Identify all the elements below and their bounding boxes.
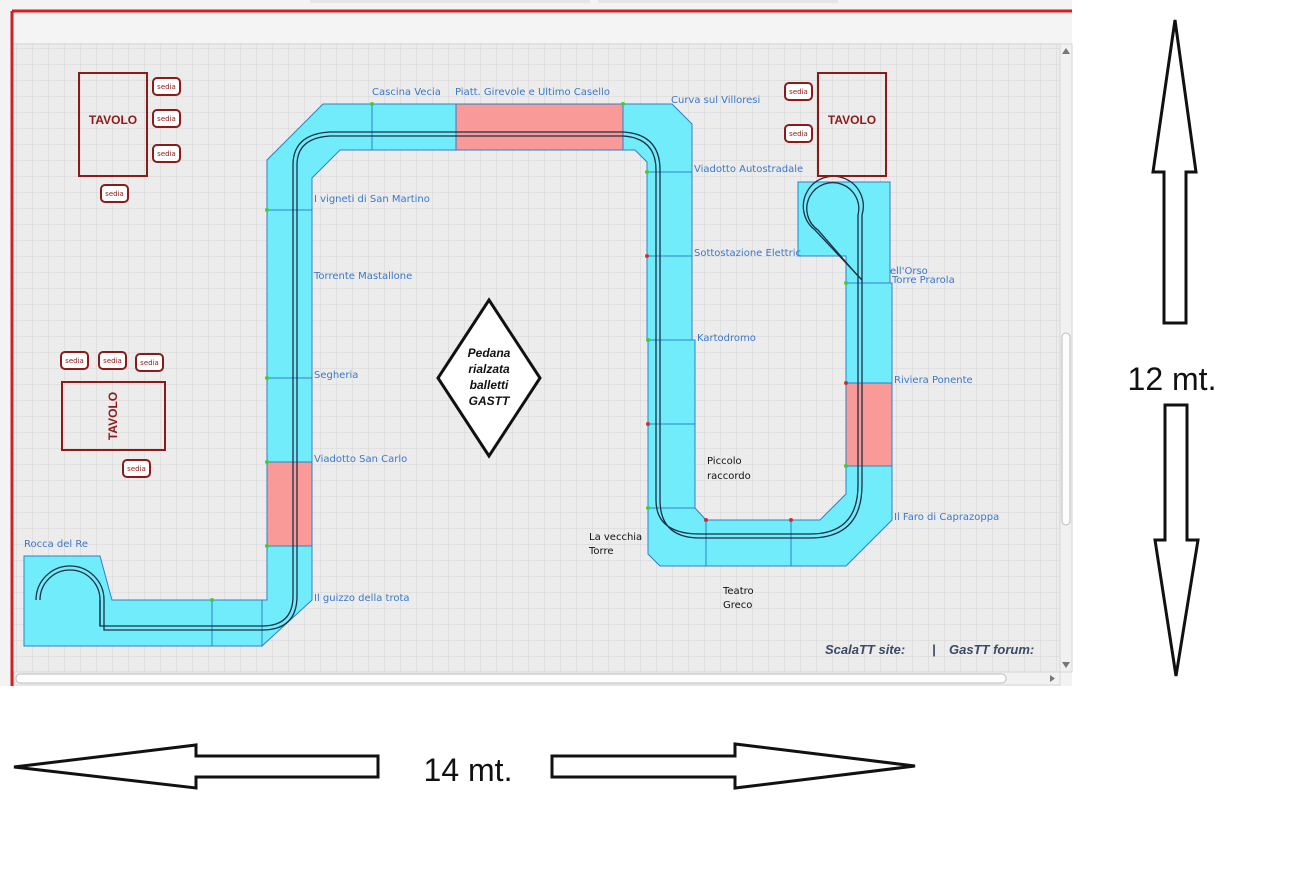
chair: sedia bbox=[152, 144, 181, 163]
scroll-down-icon[interactable] bbox=[1062, 662, 1070, 668]
chair: sedia bbox=[122, 459, 151, 478]
note-la-vecchia: La vecchia bbox=[589, 532, 642, 543]
pedana-stage: Pedana rialzata balletti GASTT bbox=[436, 297, 542, 459]
chair: sedia bbox=[135, 353, 164, 372]
svg-text:sedia: sedia bbox=[789, 88, 808, 96]
chair: sedia bbox=[784, 82, 813, 101]
rail-inner bbox=[35, 135, 860, 631]
track-mastallone bbox=[266, 209, 313, 379]
label-guizzo-trota: Il guizzo della trota bbox=[314, 593, 410, 604]
gastt-forum-link[interactable]: GasTT forum: bbox=[949, 642, 1034, 657]
svg-text:sedia: sedia bbox=[157, 83, 176, 91]
pedana-line-1: Pedana bbox=[468, 346, 511, 360]
height-dimension: 12 mt. bbox=[1128, 19, 1217, 677]
track-viadotto-autostradale bbox=[646, 171, 693, 257]
arrow-down-icon bbox=[1153, 403, 1200, 677]
vertical-scrollbar[interactable] bbox=[1059, 43, 1073, 673]
track-teatro-greco bbox=[705, 519, 792, 567]
chair: sedia bbox=[152, 77, 181, 96]
horizontal-scrollbar[interactable] bbox=[13, 671, 1061, 686]
table-top-left bbox=[78, 72, 148, 177]
track-torre-prarola bbox=[845, 282, 893, 384]
width-dimension: 14 mt. bbox=[13, 742, 916, 790]
scroll-up-icon[interactable] bbox=[1062, 48, 1070, 54]
arrow-up-icon bbox=[1151, 19, 1198, 325]
track-joints bbox=[210, 102, 848, 602]
arrow-right-icon bbox=[550, 742, 916, 790]
svg-text:sedia: sedia bbox=[157, 150, 176, 158]
track-lower-right-straight bbox=[647, 423, 696, 509]
table-left bbox=[61, 381, 166, 451]
horizontal-scroll-thumb[interactable] bbox=[15, 673, 1007, 684]
table-left-label: TAVOLO bbox=[106, 392, 120, 440]
label-rocca-del-re: Rocca del Re bbox=[24, 539, 88, 550]
label-sottostazione: Sottostazione Elettric bbox=[694, 248, 801, 259]
station-labels: Rocca del Re Il guizzo della trota Viado… bbox=[24, 87, 999, 604]
editor-window bbox=[0, 0, 1072, 686]
svg-text:sedia: sedia bbox=[157, 115, 176, 123]
width-label: 14 mt. bbox=[424, 752, 513, 788]
track-bottom-straight bbox=[211, 599, 263, 647]
svg-text:sedia: sedia bbox=[789, 130, 808, 138]
pedana-line-3: balletti bbox=[470, 378, 509, 392]
label-viadotto-autostradale: Viadotto Autostradale bbox=[694, 164, 803, 175]
label-vigneti: I vigneti di San Martino bbox=[314, 194, 430, 205]
note-greco: Greco bbox=[723, 600, 752, 611]
chair: sedia bbox=[98, 351, 127, 370]
track-vecchia-torre-curve bbox=[647, 507, 707, 567]
chair: sedia bbox=[152, 109, 181, 128]
note-raccordo: raccordo bbox=[707, 471, 751, 482]
svg-text:sedia: sedia bbox=[105, 190, 124, 198]
track-riviera-ponente bbox=[845, 382, 893, 467]
chair: sedia bbox=[60, 351, 89, 370]
svg-text:sedia: sedia bbox=[127, 465, 146, 473]
note-teatro: Teatro bbox=[722, 586, 754, 597]
chair: sedia bbox=[100, 184, 129, 203]
label-kartodromo: Kartodromo bbox=[697, 333, 756, 344]
label-torrente-mastallone: Torrente Mastallone bbox=[313, 271, 412, 282]
track-sottostazione bbox=[646, 255, 693, 341]
svg-text:sedia: sedia bbox=[65, 357, 84, 365]
scalatt-site-link[interactable]: ScalaTT site: bbox=[825, 642, 905, 657]
label-faro-caprazoppa: Il Faro di Caprazoppa bbox=[894, 512, 999, 523]
track-kartodromo bbox=[647, 339, 696, 425]
note-piccolo: Piccolo bbox=[707, 456, 742, 467]
track-piattaforma-girevole bbox=[455, 103, 624, 151]
notes: Piccolo raccordo La vecchia Torre Teatro… bbox=[588, 456, 754, 611]
pedana-line-4: GASTT bbox=[469, 394, 511, 408]
track-viadotto-san-carlo bbox=[266, 461, 313, 547]
label-cascina-vecia: Cascina Vecia bbox=[372, 87, 441, 98]
label-viadotto-san-carlo: Viadotto San Carlo bbox=[314, 454, 407, 465]
label-piatt-girevole: Piatt. Girevole e Ultimo Casello bbox=[455, 87, 610, 98]
scroll-right-icon[interactable] bbox=[1050, 675, 1055, 682]
label-segheria: Segheria bbox=[314, 370, 358, 381]
track-segheria bbox=[266, 377, 313, 463]
table-top-right bbox=[817, 72, 887, 177]
table-top-left-label: TAVOLO bbox=[89, 113, 137, 127]
vertical-scroll-thumb[interactable] bbox=[1061, 332, 1071, 526]
svg-text:sedia: sedia bbox=[140, 359, 159, 367]
pedana-line-2: rialzata bbox=[468, 362, 510, 376]
note-torre: Torre bbox=[588, 546, 614, 557]
table-top-right-label: TAVOLO bbox=[828, 113, 876, 127]
track-cascina-vecia bbox=[371, 103, 457, 151]
footer-links: ScalaTT site: | GasTT forum: bbox=[825, 642, 1034, 657]
svg-text:sedia: sedia bbox=[103, 357, 122, 365]
label-torre-prarola: Torre Prarola bbox=[891, 275, 955, 286]
chair: sedia bbox=[784, 124, 813, 143]
label-riviera-ponente: Riviera Ponente bbox=[894, 375, 973, 386]
label-curva-villoresi: Curva sul Villoresi bbox=[671, 95, 760, 106]
height-label: 12 mt. bbox=[1128, 361, 1217, 397]
label-ell-orso: ell'Orso bbox=[890, 266, 928, 277]
arrow-left-icon bbox=[13, 743, 380, 790]
footer-separator: | bbox=[932, 642, 936, 657]
furniture: TAVOLO TAVOLO TAVOLO sedia sedia sedia s… bbox=[60, 72, 887, 478]
